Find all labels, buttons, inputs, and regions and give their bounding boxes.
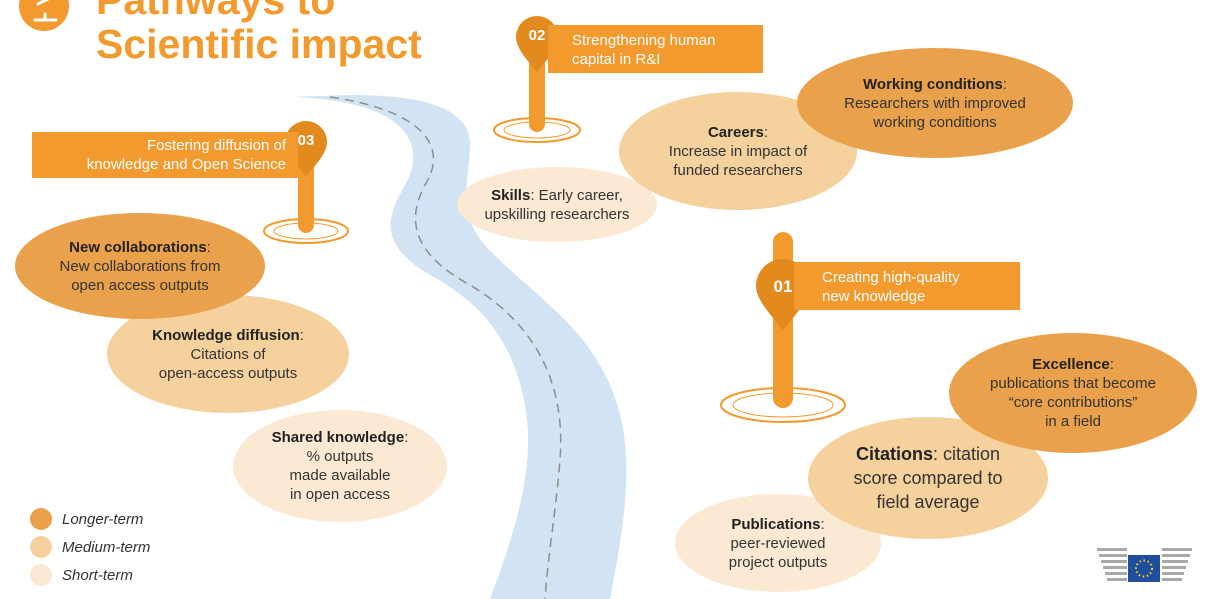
shared-knowledge-sep: :: [404, 429, 409, 446]
careers-line1: Increase in impact of: [668, 142, 808, 160]
pathway-banner-01: Creating high-quality new knowledge: [794, 262, 1020, 310]
outcome-skills: Skills: Early career, upskilling researc…: [457, 167, 657, 242]
pathway-number-01: 01: [773, 277, 793, 296]
careers-term: Careers: [707, 123, 764, 141]
knowledge-diffusion-term: Knowledge diffusion: [152, 326, 300, 344]
skills-term: Skills: [491, 186, 531, 204]
citations-line2: score compared to: [853, 468, 1003, 488]
publications-term: Publications: [731, 515, 821, 533]
legend-dot-medium-term: [30, 536, 52, 558]
outcome-new-collaborations: New collaborations: New collaborations f…: [15, 213, 265, 319]
shared-knowledge-line3: in open access: [289, 486, 391, 503]
citations-sep: : citation: [932, 444, 1001, 464]
working-conditions-term: Working conditions: [863, 75, 1003, 93]
legend-dot-short-term: [30, 564, 52, 586]
working-conditions-line2: working conditions: [873, 113, 997, 131]
legend-dot-longer-term: [30, 508, 52, 530]
new-collaborations-sep: :: [206, 238, 211, 256]
excellence-line2: “core contributions”: [1008, 394, 1138, 411]
page-title-line2: Scientific impact: [96, 21, 422, 67]
publications-line2: project outputs: [728, 553, 828, 571]
river: [290, 95, 627, 599]
shared-knowledge-term: Shared knowledge: [271, 429, 405, 446]
pathway-pin-02: [493, 16, 581, 143]
legend-item-longer-term: Longer-term: [30, 505, 150, 533]
knowledge-diffusion-line2: open-access outputs: [158, 364, 298, 382]
careers-sep: :: [763, 123, 769, 141]
pathway-03-label-line2: knowledge and Open Science: [86, 156, 286, 173]
outcome-working-conditions: Working conditions: Researchers with imp…: [797, 48, 1073, 158]
publications-line1: peer-reviewed: [730, 534, 826, 552]
legend-label-longer-term: Longer-term: [62, 510, 144, 528]
new-collaborations-line1: New collaborations from: [59, 257, 221, 275]
excellence-sep: :: [1109, 356, 1114, 373]
pathway-01-label-line1: Creating high-quality: [822, 269, 960, 286]
page-title-line1: Pathways to: [96, 0, 336, 23]
legend-item-medium-term: Medium-term: [30, 533, 150, 561]
pathway-banner-03: Fostering diffusion of knowledge and Ope…: [32, 132, 298, 178]
careers-line2: funded researchers: [673, 161, 803, 179]
publications-sep: :: [820, 515, 825, 533]
outcome-shared-knowledge: Shared knowledge: % outputs made availab…: [233, 410, 447, 522]
microscope-icon: [19, 0, 69, 31]
legend-label-medium-term: Medium-term: [62, 538, 151, 556]
working-conditions-line1: Researchers with improved: [844, 94, 1026, 112]
citations-term: Citations: [855, 444, 933, 464]
river-centerline: [329, 96, 562, 599]
pathway-01-label-line2: new knowledge: [822, 288, 926, 305]
pathway-02-label-line1: Strengthening human: [572, 32, 716, 49]
citations-line3: field average: [876, 492, 980, 512]
outcome-excellence: Excellence: publications that become “co…: [949, 333, 1197, 453]
legend-item-short-term: Short-term: [30, 561, 150, 589]
legend-label-short-term: Short-term: [62, 566, 133, 584]
legend: Longer-term Medium-term Short-term: [30, 505, 150, 589]
shared-knowledge-line2: made available: [289, 467, 391, 484]
outcome-publications: Publications: peer-reviewed project outp…: [675, 494, 881, 592]
pathway-03-label-line1: Fostering diffusion of: [147, 137, 286, 154]
pathway-number-02: 02: [528, 27, 546, 44]
pathway-banner-02: Strengthening human capital in R&I: [548, 25, 763, 73]
working-conditions-sep: :: [1002, 75, 1007, 93]
pathway-pin-01: [720, 232, 846, 423]
shared-knowledge-line1: % outputs: [306, 448, 374, 465]
new-collaborations-term: New collaborations: [69, 238, 207, 256]
knowledge-diffusion-sep: :: [299, 326, 304, 344]
skills-line2: upskilling researchers: [484, 205, 630, 223]
european-commission-logo: [1097, 548, 1192, 582]
new-collaborations-line2: open access outputs: [71, 276, 209, 294]
outcome-citations: Citations: citation score compared to fi…: [808, 417, 1048, 539]
excellence-term: Excellence: [1032, 356, 1110, 373]
skills-sep: : Early career,: [530, 186, 623, 204]
excellence-line3: in a field: [1045, 413, 1101, 430]
excellence-line1: publications that become: [990, 375, 1156, 392]
knowledge-diffusion-line1: Citations of: [190, 345, 266, 363]
pathway-number-03: 03: [297, 132, 315, 149]
pathway-02-label-line2: capital in R&I: [572, 51, 661, 68]
